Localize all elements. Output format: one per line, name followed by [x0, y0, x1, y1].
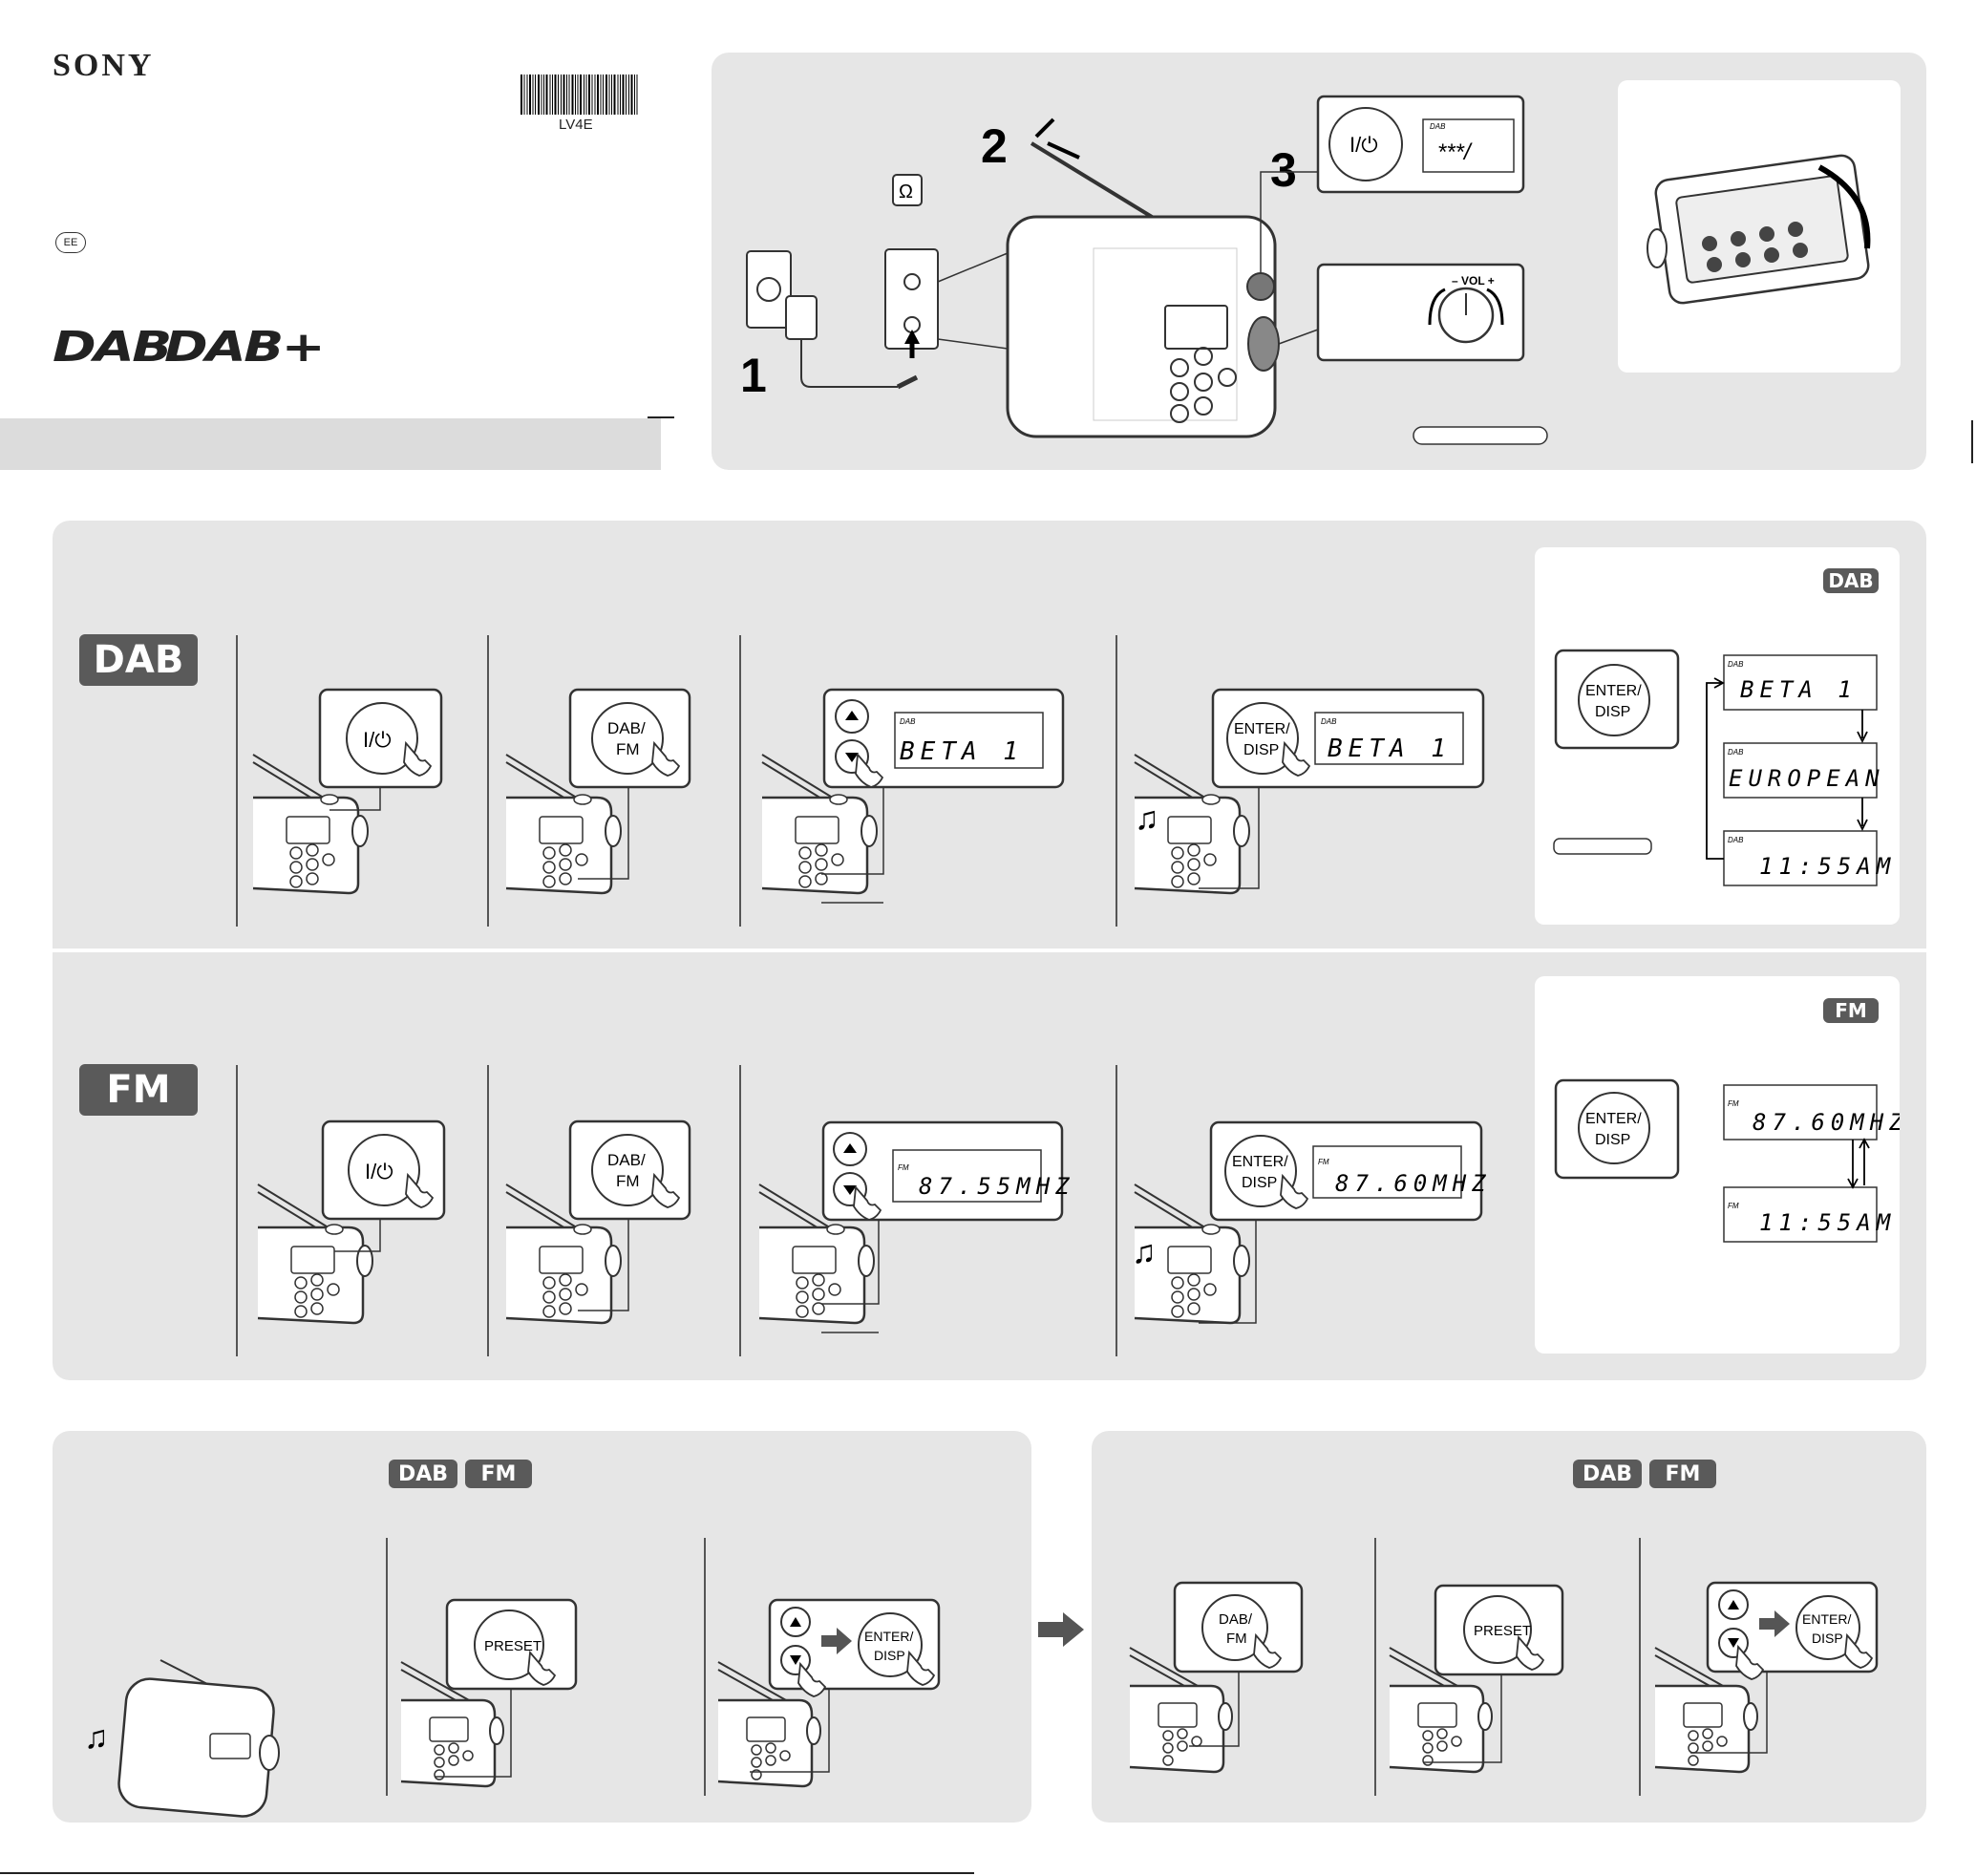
dab-info-badge: DAB: [1823, 568, 1879, 593]
svg-text:DISP: DISP: [1595, 1132, 1630, 1148]
fm-section-label: FM: [79, 1064, 198, 1116]
svg-text:♫: ♫: [1132, 1234, 1157, 1270]
svg-text:DAB: DAB: [1728, 748, 1744, 757]
svg-text:DISP: DISP: [1595, 704, 1630, 720]
next-arrow-icon: [1036, 1610, 1086, 1653]
store-divider-1: [386, 1538, 388, 1796]
svg-text:FM: FM: [1728, 1202, 1739, 1210]
svg-text:FM: FM: [1318, 1158, 1329, 1166]
section-separator: [53, 949, 1926, 952]
svg-text:DAB: DAB: [1728, 660, 1744, 669]
fm-divider-2: [487, 1065, 489, 1356]
svg-text:FM: FM: [1728, 1099, 1739, 1108]
barcode: [521, 75, 639, 118]
dab-cycle-1: BETA 1: [1740, 676, 1858, 703]
svg-text:I/⏻: I/⏻: [1349, 133, 1378, 157]
dabplus-logo: DAB+: [164, 323, 326, 372]
language-code-badge: EE: [55, 232, 86, 253]
preset-store-badge-fm: FM: [465, 1460, 532, 1488]
fm-cycle-2: 11:55AM: [1759, 1209, 1896, 1236]
fm-cycle-1: 87.60MHZ: [1753, 1109, 1900, 1136]
svg-text:FM: FM: [898, 1163, 909, 1172]
dab-step2-dabfm-button: DAB/: [607, 719, 646, 737]
preset-recall-badge-fm: FM: [1649, 1460, 1716, 1488]
svg-text:DISP: DISP: [1812, 1631, 1843, 1646]
fm-divider-4: [1115, 1065, 1117, 1356]
svg-text:DISP: DISP: [1242, 1175, 1277, 1191]
step3-display: ***/: [1437, 139, 1473, 165]
preset-store-badge-dab: DAB: [389, 1460, 457, 1488]
svg-text:ENTER/: ENTER/: [1585, 683, 1642, 699]
svg-text:DAB: DAB: [1321, 717, 1337, 726]
dab-section-label: DAB: [79, 634, 198, 686]
svg-text:DAB: DAB: [1728, 836, 1744, 844]
svg-text:I/⏻: I/⏻: [365, 1160, 393, 1183]
store-preset-button: PRESET: [484, 1638, 542, 1654]
svg-text:ENTER/: ENTER/: [1234, 721, 1290, 737]
step-1-label: 1: [740, 349, 767, 402]
fm-info-badge: FM: [1823, 998, 1879, 1023]
fm-step3-display: 87.55MHZ: [919, 1173, 1075, 1200]
right-edge-tick: [1971, 420, 1973, 463]
info-cycle-illustration: ENTER/ DISP DAB BETA 1 DAB EUROPEAN DAB …: [1553, 649, 1900, 1243]
vol-label: – VOL +: [1452, 274, 1495, 288]
recall-divider-2: [1639, 1538, 1641, 1796]
recall-divider-1: [1374, 1538, 1376, 1796]
dab-step1-power-button: I/⏻: [363, 728, 392, 752]
dab-divider-2: [487, 635, 489, 927]
dab-divider-1: [236, 635, 238, 927]
dab-divider-3: [739, 635, 741, 927]
fm-divider-3: [739, 1065, 741, 1356]
preset-recall-badge-dab: DAB: [1573, 1460, 1642, 1488]
dab-logo: DAB: [53, 323, 172, 372]
dab-step4-display: BETA 1: [1328, 735, 1452, 763]
dab-cycle-2: EUROPEAN: [1729, 765, 1885, 792]
svg-text:♫: ♫: [1135, 800, 1159, 837]
bottom-rule: [0, 1872, 974, 1874]
barcode-code: LV4E: [559, 117, 593, 133]
step-3-label: 3: [1270, 143, 1297, 197]
svg-text:ENTER/: ENTER/: [864, 1629, 913, 1644]
svg-text:Ω: Ω: [899, 181, 913, 203]
dab-step3-display: BETA 1: [900, 737, 1024, 766]
svg-text:FM: FM: [1226, 1631, 1247, 1647]
brand-logo: SONY: [53, 48, 155, 83]
fm-divider-1: [236, 1065, 238, 1356]
svg-text:DAB: DAB: [900, 717, 916, 726]
svg-text:DAB: DAB: [1430, 122, 1446, 131]
title-band-tick: [648, 416, 674, 418]
svg-text:DAB/: DAB/: [607, 1151, 646, 1169]
svg-text:PRESET: PRESET: [1474, 1623, 1531, 1639]
step-2-label: 2: [981, 119, 1008, 173]
store-divider-2: [704, 1538, 706, 1796]
dab-cycle-3: 11:55AM: [1759, 853, 1896, 880]
svg-text:DISP: DISP: [1243, 742, 1279, 758]
fm-step4-display: 87.60MHZ: [1335, 1170, 1492, 1197]
setup-illustration: 1 Ω 2 3 I/⏻ DAB ***/ – VOL +: [740, 95, 1871, 445]
svg-text:ENTER/: ENTER/: [1802, 1611, 1851, 1627]
svg-text:ENTER/: ENTER/: [1585, 1111, 1642, 1127]
svg-text:DAB/: DAB/: [1219, 1611, 1253, 1628]
svg-text:FM: FM: [616, 740, 640, 758]
svg-text:♫: ♫: [84, 1719, 109, 1756]
title-band: [0, 418, 661, 470]
svg-text:ENTER/: ENTER/: [1232, 1154, 1288, 1170]
svg-text:DISP: DISP: [874, 1648, 905, 1663]
svg-text:FM: FM: [616, 1172, 640, 1190]
dab-divider-4: [1115, 635, 1117, 927]
